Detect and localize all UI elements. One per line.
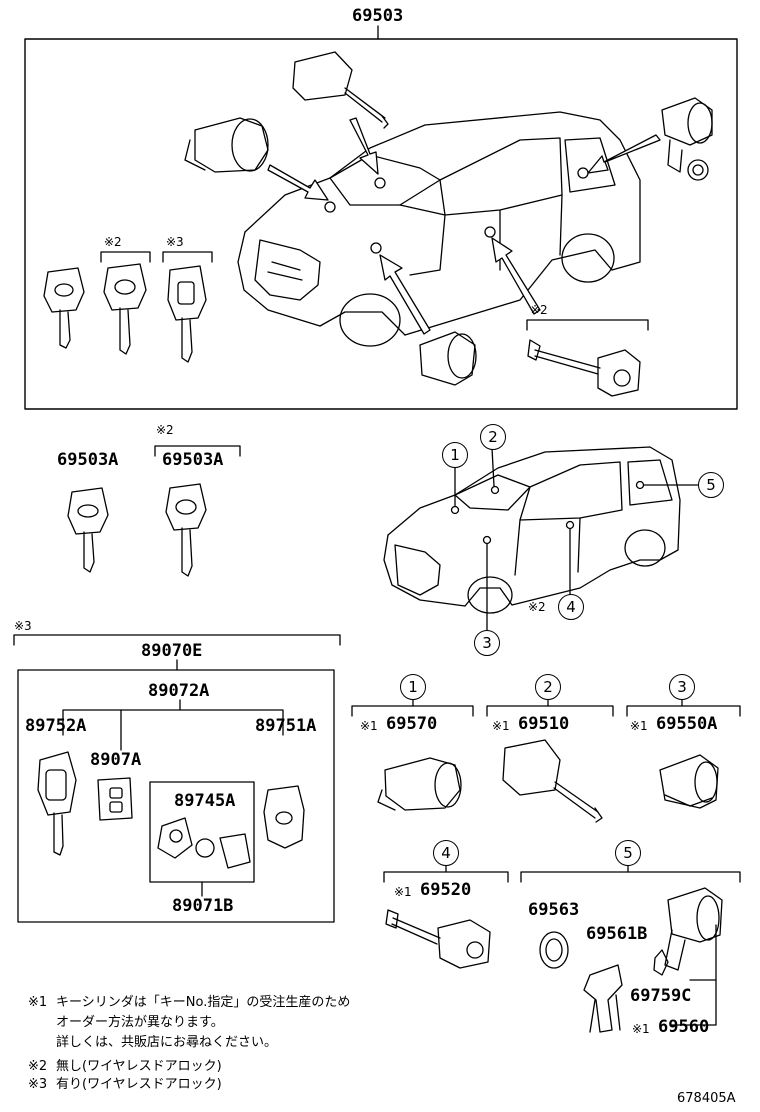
transmitter-sub-number: 89072A [148,681,210,701]
note-mark: ※1 [394,885,412,899]
key-plate-number: 89752A [25,716,87,736]
car-small-illustration [383,446,681,614]
note-mark: ※1 [630,719,648,733]
note-mark: ※2 [104,235,122,249]
group-1-number: 1 [400,674,426,700]
note-brackets-top [100,251,649,331]
callout-5: 5 [698,472,724,498]
group-2-number: 2 [535,674,561,700]
group-parts [377,739,723,1033]
transmitter-frame [13,634,341,923]
note-mark: ※2 [530,303,548,317]
group-4-number: 4 [433,840,459,866]
assembly-part-number: 69503 [352,6,404,26]
callout-3: 3 [474,630,500,656]
keys-middle [67,445,241,577]
group-5-main-part-number: 69560 [658,1017,710,1037]
footnote-mark: ※3 [28,1077,48,1092]
note-mark: ※1 [492,719,510,733]
note-mark: ※3 [14,619,32,633]
group-5-part-number: 69563 [528,900,580,920]
group-3-part-number: 69550A [656,714,718,734]
diagram-id: 678405A [677,1091,736,1106]
case-number: 89745A [174,791,236,811]
footnote-mark: ※1 [28,995,48,1010]
circuit-number: 89071B [172,896,234,916]
group-5-number: 5 [615,840,641,866]
group-5-part-number: 69561B [586,924,648,944]
key-part-number: 69503A [57,450,119,470]
arrows [267,117,661,335]
note-mark: ※2 [528,600,546,614]
transmitter-assy-number: 89070E [141,641,203,661]
callout-1: 1 [442,442,468,468]
callout-2: 2 [480,424,506,450]
transmitter-parts [37,751,305,869]
group-5-part-number: 69759C [630,986,692,1006]
footnote-text: 詳しくは、共販店にお尋ねください。 [56,1035,278,1050]
group-4-part-number: 69520 [420,880,472,900]
keys-top [43,263,207,363]
note-mark: ※1 [360,719,378,733]
group-3-number: 3 [669,674,695,700]
footnote-text: 無し(ワイヤレスドアロック) [56,1059,222,1074]
cover-number: 8907A [90,750,142,770]
key-part-number: 69503A [162,450,224,470]
footnote-mark: ※2 [28,1059,48,1074]
housing-number: 89751A [255,716,317,736]
car-large-illustration [237,111,641,347]
lock-parts-top [184,51,713,397]
note-mark: ※1 [632,1022,650,1036]
note-mark: ※3 [166,235,184,249]
top-frame [24,25,738,410]
footnote-text: オーダー方法が異なります。 [56,1015,224,1030]
group-1-part-number: 69570 [386,714,438,734]
footnote-text: キーシリンダは「キーNo.指定」の受注生産のため [56,995,351,1010]
note-mark: ※2 [156,423,174,437]
group-2-part-number: 69510 [518,714,570,734]
callout-4: 4 [558,594,584,620]
callout-leaders [454,447,699,631]
footnote-text: 有り(ワイヤレスドアロック) [56,1077,222,1092]
